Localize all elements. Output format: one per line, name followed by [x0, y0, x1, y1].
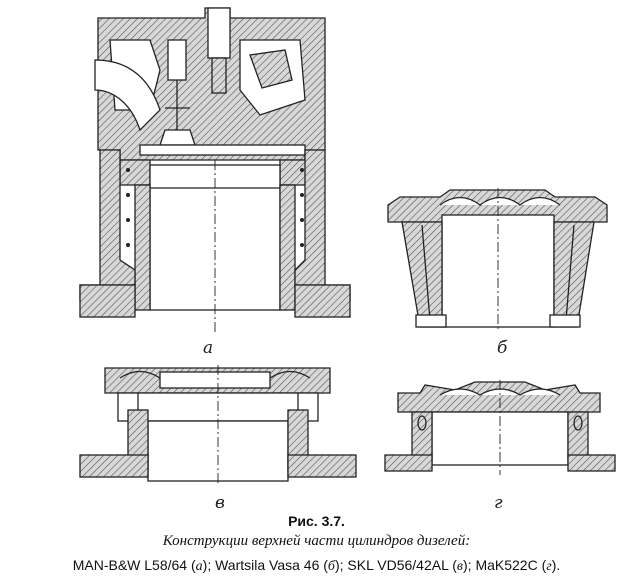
model-letter: г: [546, 559, 552, 574]
cylinder-drawings: [79, 7, 616, 485]
model-name: MaK522C: [475, 557, 538, 573]
figure-number: Рис. 3.7.: [288, 513, 345, 529]
drawing-c: [79, 365, 357, 485]
panel-c-label: в: [215, 493, 225, 513]
model-letter: в: [456, 559, 463, 574]
model-name: SKL VD56/42AL: [347, 557, 449, 573]
figure-models: MAN-B&W L58/64 (а); Wartsila Vasa 46 (б)…: [72, 557, 561, 574]
model-name: Wartsila Vasa 46: [215, 557, 320, 573]
panel-a-label: а: [203, 338, 214, 358]
panel-b-label: б: [497, 338, 508, 358]
drawing-d: [384, 380, 616, 475]
model-letter: а: [195, 559, 203, 574]
panel-d-label: г: [494, 493, 503, 513]
drawing-b: [387, 188, 608, 330]
model-letter: б: [327, 559, 335, 574]
model-name: MAN-B&W L58/64: [72, 557, 188, 573]
figure-title: Конструкции верхней части цилиндров дизе…: [162, 533, 471, 549]
drawing-a: [79, 7, 351, 335]
